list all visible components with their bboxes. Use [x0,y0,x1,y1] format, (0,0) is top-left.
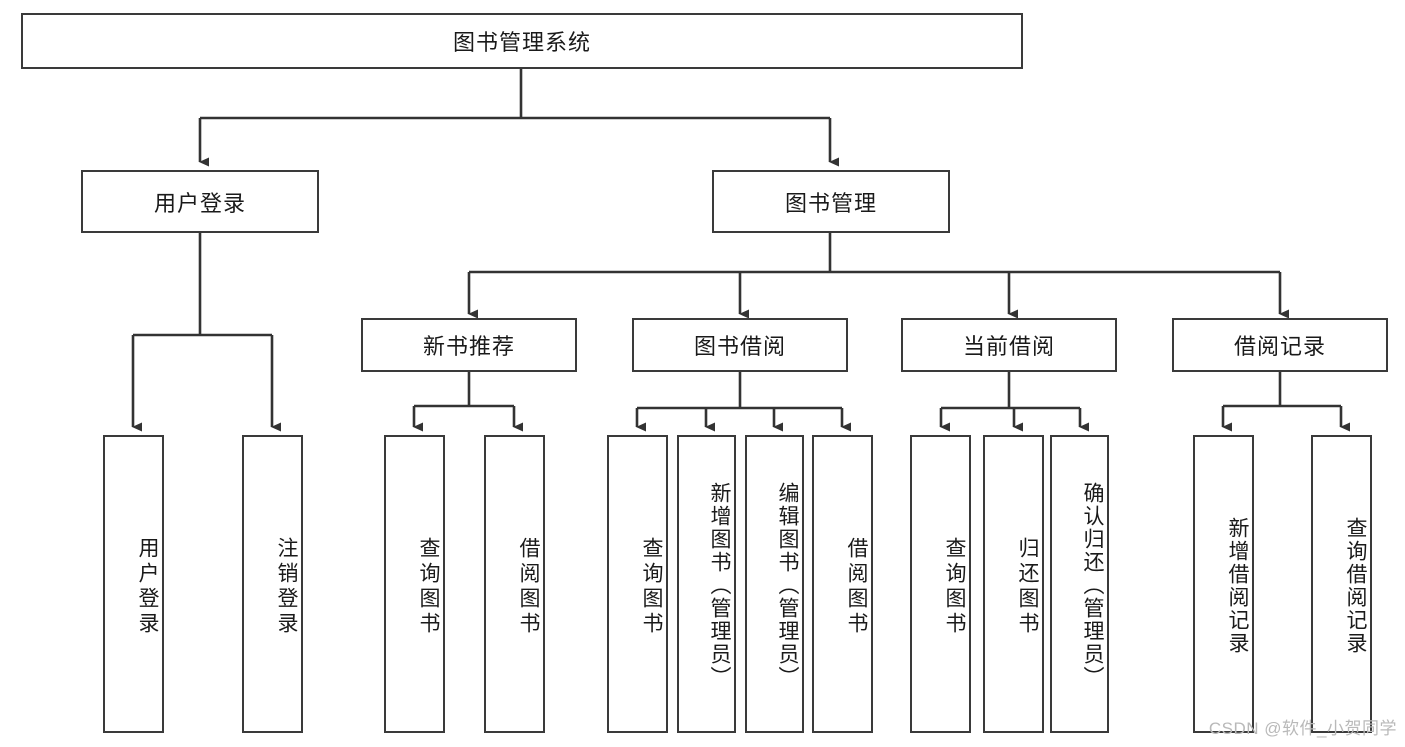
node-leaf-user-login-label: 用户登录 [136,537,159,637]
node-leaf-return-book[interactable]: 归还图书 [983,435,1044,733]
node-leaf-logout-label: 注销登录 [275,537,298,637]
node-new-book-recommend[interactable]: 新书推荐 [361,318,577,372]
node-leaf-borrow-book-2-label: 借阅图书 [845,537,868,637]
node-leaf-add-record[interactable]: 新增借阅记录 [1193,435,1254,733]
node-leaf-return-book-label: 归还图书 [1016,537,1039,637]
node-leaf-edit-book-label: 编辑图书（管理员） [776,482,799,689]
node-book-management-label: 图书管理 [784,190,877,216]
node-leaf-confirm-return[interactable]: 确认归还（管理员） [1050,435,1109,733]
node-leaf-edit-book[interactable]: 编辑图书（管理员） [745,435,804,733]
node-book-borrow-label: 图书借阅 [693,334,786,359]
node-borrow-record-label: 借阅记录 [1233,334,1326,359]
node-root[interactable]: 图书管理系统 [21,13,1023,69]
node-book-borrow[interactable]: 图书借阅 [632,318,848,372]
node-leaf-add-record-label: 新增借阅记录 [1226,516,1249,655]
node-leaf-query-record[interactable]: 查询借阅记录 [1311,435,1372,733]
node-leaf-query-book-1-label: 查询图书 [417,537,440,637]
node-leaf-user-login[interactable]: 用户登录 [103,435,164,733]
node-leaf-add-book-label: 新增图书（管理员） [708,482,731,689]
node-leaf-confirm-return-label: 确认归还（管理员） [1081,482,1104,689]
node-user-login-label: 用户登录 [153,190,246,216]
node-leaf-query-book-2-label: 查询图书 [640,537,663,637]
node-leaf-add-book[interactable]: 新增图书（管理员） [677,435,736,733]
node-current-borrow[interactable]: 当前借阅 [901,318,1117,372]
node-book-management[interactable]: 图书管理 [712,170,950,233]
node-root-label: 图书管理系统 [452,30,591,55]
node-leaf-borrow-book-2[interactable]: 借阅图书 [812,435,873,733]
node-new-book-recommend-label: 新书推荐 [422,334,515,359]
node-current-borrow-label: 当前借阅 [962,334,1055,359]
node-leaf-query-book-2[interactable]: 查询图书 [607,435,668,733]
node-leaf-query-book-3[interactable]: 查询图书 [910,435,971,733]
node-leaf-query-book-3-label: 查询图书 [943,537,966,637]
node-leaf-logout[interactable]: 注销登录 [242,435,303,733]
node-leaf-query-record-label: 查询借阅记录 [1344,516,1367,655]
node-user-login[interactable]: 用户登录 [81,170,319,233]
node-leaf-borrow-book-1[interactable]: 借阅图书 [484,435,545,733]
watermark-text: CSDN @软件_小贺同学 [1208,719,1397,738]
node-leaf-borrow-book-1-label: 借阅图书 [517,537,540,637]
node-borrow-record[interactable]: 借阅记录 [1172,318,1388,372]
node-leaf-query-book-1[interactable]: 查询图书 [384,435,445,733]
